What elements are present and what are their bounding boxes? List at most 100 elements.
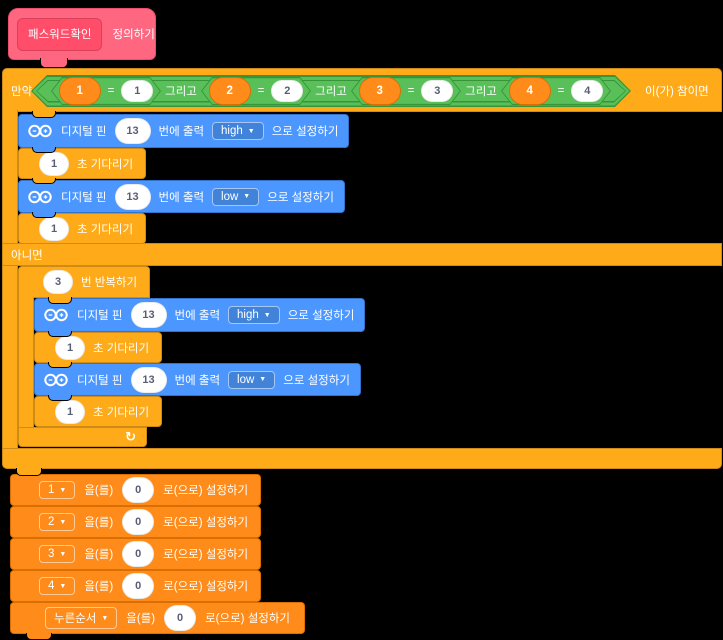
seconds-input[interactable]: 1: [39, 216, 69, 241]
prototype-block[interactable]: 패스워드확인: [17, 17, 103, 51]
number-input[interactable]: 3: [421, 80, 454, 102]
if-else-bottom-bar[interactable]: [2, 448, 722, 469]
digital-pin-block[interactable]: 디지털 핀 13 번에 출력 low ▼ 으로 설정하기: [34, 363, 361, 396]
value-input[interactable]: 0: [164, 605, 197, 631]
set-variable-block[interactable]: 2 ▼ 을(를) 0 로(으로) 설정하기: [10, 506, 262, 538]
value-input[interactable]: 0: [122, 477, 155, 503]
wait-seconds-block[interactable]: 1 초 기다리기: [34, 396, 163, 427]
variable-name: 1: [48, 484, 55, 496]
notch-bump: [48, 395, 72, 401]
equals-operator-label: =: [257, 85, 265, 97]
variable-dropdown[interactable]: 2 ▼: [39, 513, 76, 531]
chevron-down-icon: ▼: [243, 193, 251, 200]
equality-condition-4[interactable]: 4 = 4: [501, 77, 611, 105]
level-dropdown[interactable]: low ▼: [212, 187, 260, 206]
repeat-count-input[interactable]: 3: [43, 270, 73, 294]
equality-condition-1[interactable]: 1 = 1: [51, 77, 161, 105]
value-input[interactable]: 0: [122, 573, 155, 599]
repeat-block-top[interactable]: 3 번 반복하기: [18, 266, 151, 298]
number-input[interactable]: 1: [121, 80, 154, 102]
if-else-left-spine[interactable]: [2, 110, 18, 450]
if-else-block-top[interactable]: 만약 1 = 1 그리고: [2, 68, 722, 112]
block-label: 을(를): [84, 549, 114, 561]
chevron-down-icon: ▼: [263, 311, 271, 319]
value-input[interactable]: 0: [122, 541, 155, 567]
level-dropdown[interactable]: low ▼: [228, 370, 276, 389]
digital-pin-block[interactable]: 디지털 핀 13 번에 출력 high ▼ 으로 설정하기: [34, 298, 366, 332]
repeat-bottom-bar[interactable]: ↻: [18, 427, 147, 447]
notch-bump: [40, 58, 68, 68]
set-variable-block[interactable]: 누른순서 ▼ 을(를) 0 로(으로) 설정하기: [10, 602, 306, 634]
equals-operator-label: =: [407, 85, 415, 97]
chevron-down-icon: ▼: [59, 486, 67, 494]
chevron-down-icon: ▼: [59, 518, 67, 526]
condition-content-row: 1 = 1 그리고 2 = 2 그리고: [31, 75, 631, 107]
variable-name: 누른순서: [54, 613, 97, 625]
chevron-down-icon: ▼: [247, 127, 255, 135]
notch-bump: [32, 178, 56, 184]
define-hat-block[interactable]: 패스워드확인 정의하기: [8, 8, 156, 60]
variable-reporter[interactable]: 3: [358, 77, 401, 105]
prototype-label: 패스워드확인: [28, 29, 92, 41]
notch-bump: [26, 633, 52, 640]
variable-dropdown[interactable]: 4 ▼: [39, 577, 76, 595]
equality-condition-3[interactable]: 3 = 3: [351, 77, 461, 105]
variable-reporter[interactable]: 4: [508, 77, 551, 105]
digital-pin-block[interactable]: 디지털 핀 13 번에 출력 high ▼ 으로 설정하기: [18, 114, 350, 148]
variable-dropdown[interactable]: 3 ▼: [39, 545, 76, 563]
block-label: 디지털 핀: [61, 191, 107, 204]
wait-seconds-block[interactable]: 1 초 기다리기: [34, 332, 163, 363]
block-label: 을(를): [84, 581, 114, 593]
notch-bump: [32, 212, 56, 218]
condition-and-group[interactable]: 1 = 1 그리고 2 = 2 그리고: [31, 75, 631, 107]
variable-name: 4: [48, 580, 55, 592]
equality-condition-2[interactable]: 2 = 2: [201, 77, 311, 105]
and-operator-label: 그리고: [165, 86, 197, 98]
block-label: 을(를): [84, 517, 114, 529]
number-input[interactable]: 2: [271, 80, 304, 102]
notch-bump: [48, 331, 72, 337]
block-label: 번에 출력: [158, 126, 205, 138]
variable-dropdown[interactable]: 누른순서 ▼: [45, 607, 118, 629]
repeat-left-spine[interactable]: [18, 297, 34, 428]
set-variable-block[interactable]: 3 ▼ 을(를) 0 로(으로) 설정하기: [10, 538, 262, 570]
variable-reporter[interactable]: 1: [58, 77, 101, 105]
pin-input[interactable]: 13: [114, 183, 151, 210]
set-variable-block[interactable]: 1 ▼ 을(를) 0 로(으로) 설정하기: [10, 474, 262, 506]
block-label: 로(으로) 설정하기: [163, 549, 249, 561]
block-label: 초 기다리기: [93, 342, 150, 355]
chevron-down-icon: ▼: [59, 582, 67, 590]
block-label: 초 기다리기: [77, 223, 134, 236]
level-dropdown[interactable]: high ▼: [212, 122, 264, 140]
block-label: 으로 설정하기: [271, 126, 339, 138]
block-label: 번에 출력: [158, 191, 205, 204]
block-label: 초 기다리기: [93, 406, 150, 419]
notch-bump: [48, 362, 72, 368]
variable-dropdown[interactable]: 1 ▼: [39, 481, 76, 499]
wait-seconds-block[interactable]: 1 초 기다리기: [18, 148, 147, 179]
value-input[interactable]: 0: [122, 509, 155, 535]
if-label: 만약: [11, 86, 33, 98]
level-dropdown[interactable]: high ▼: [228, 306, 280, 324]
block-label: 로(으로) 설정하기: [163, 581, 249, 593]
variable-reporter[interactable]: 2: [208, 77, 251, 105]
digital-pin-block[interactable]: 디지털 핀 13 번에 출력 low ▼ 으로 설정하기: [18, 180, 345, 213]
if-else-else-bar[interactable]: 아니면: [2, 243, 722, 266]
set-variable-block[interactable]: 4 ▼ 을(를) 0 로(으로) 설정하기: [10, 570, 262, 602]
seconds-input[interactable]: 1: [55, 335, 85, 360]
seconds-input[interactable]: 1: [55, 399, 85, 424]
level-value: low: [237, 373, 255, 386]
pin-input[interactable]: 13: [130, 366, 167, 393]
number-input[interactable]: 4: [571, 80, 604, 102]
block-label: 번 반복하기: [81, 277, 138, 289]
wait-seconds-block[interactable]: 1 초 기다리기: [18, 213, 147, 244]
pin-input[interactable]: 13: [114, 118, 151, 144]
seconds-input[interactable]: 1: [39, 151, 69, 176]
block-label: 초 기다리기: [77, 158, 134, 171]
block-label: 번에 출력: [174, 374, 221, 387]
equals-operator-label: =: [557, 85, 565, 97]
pin-input[interactable]: 13: [130, 302, 167, 328]
arduino-icon: [28, 124, 52, 138]
level-value: high: [221, 125, 243, 137]
block-label: 으로 설정하기: [287, 310, 355, 322]
